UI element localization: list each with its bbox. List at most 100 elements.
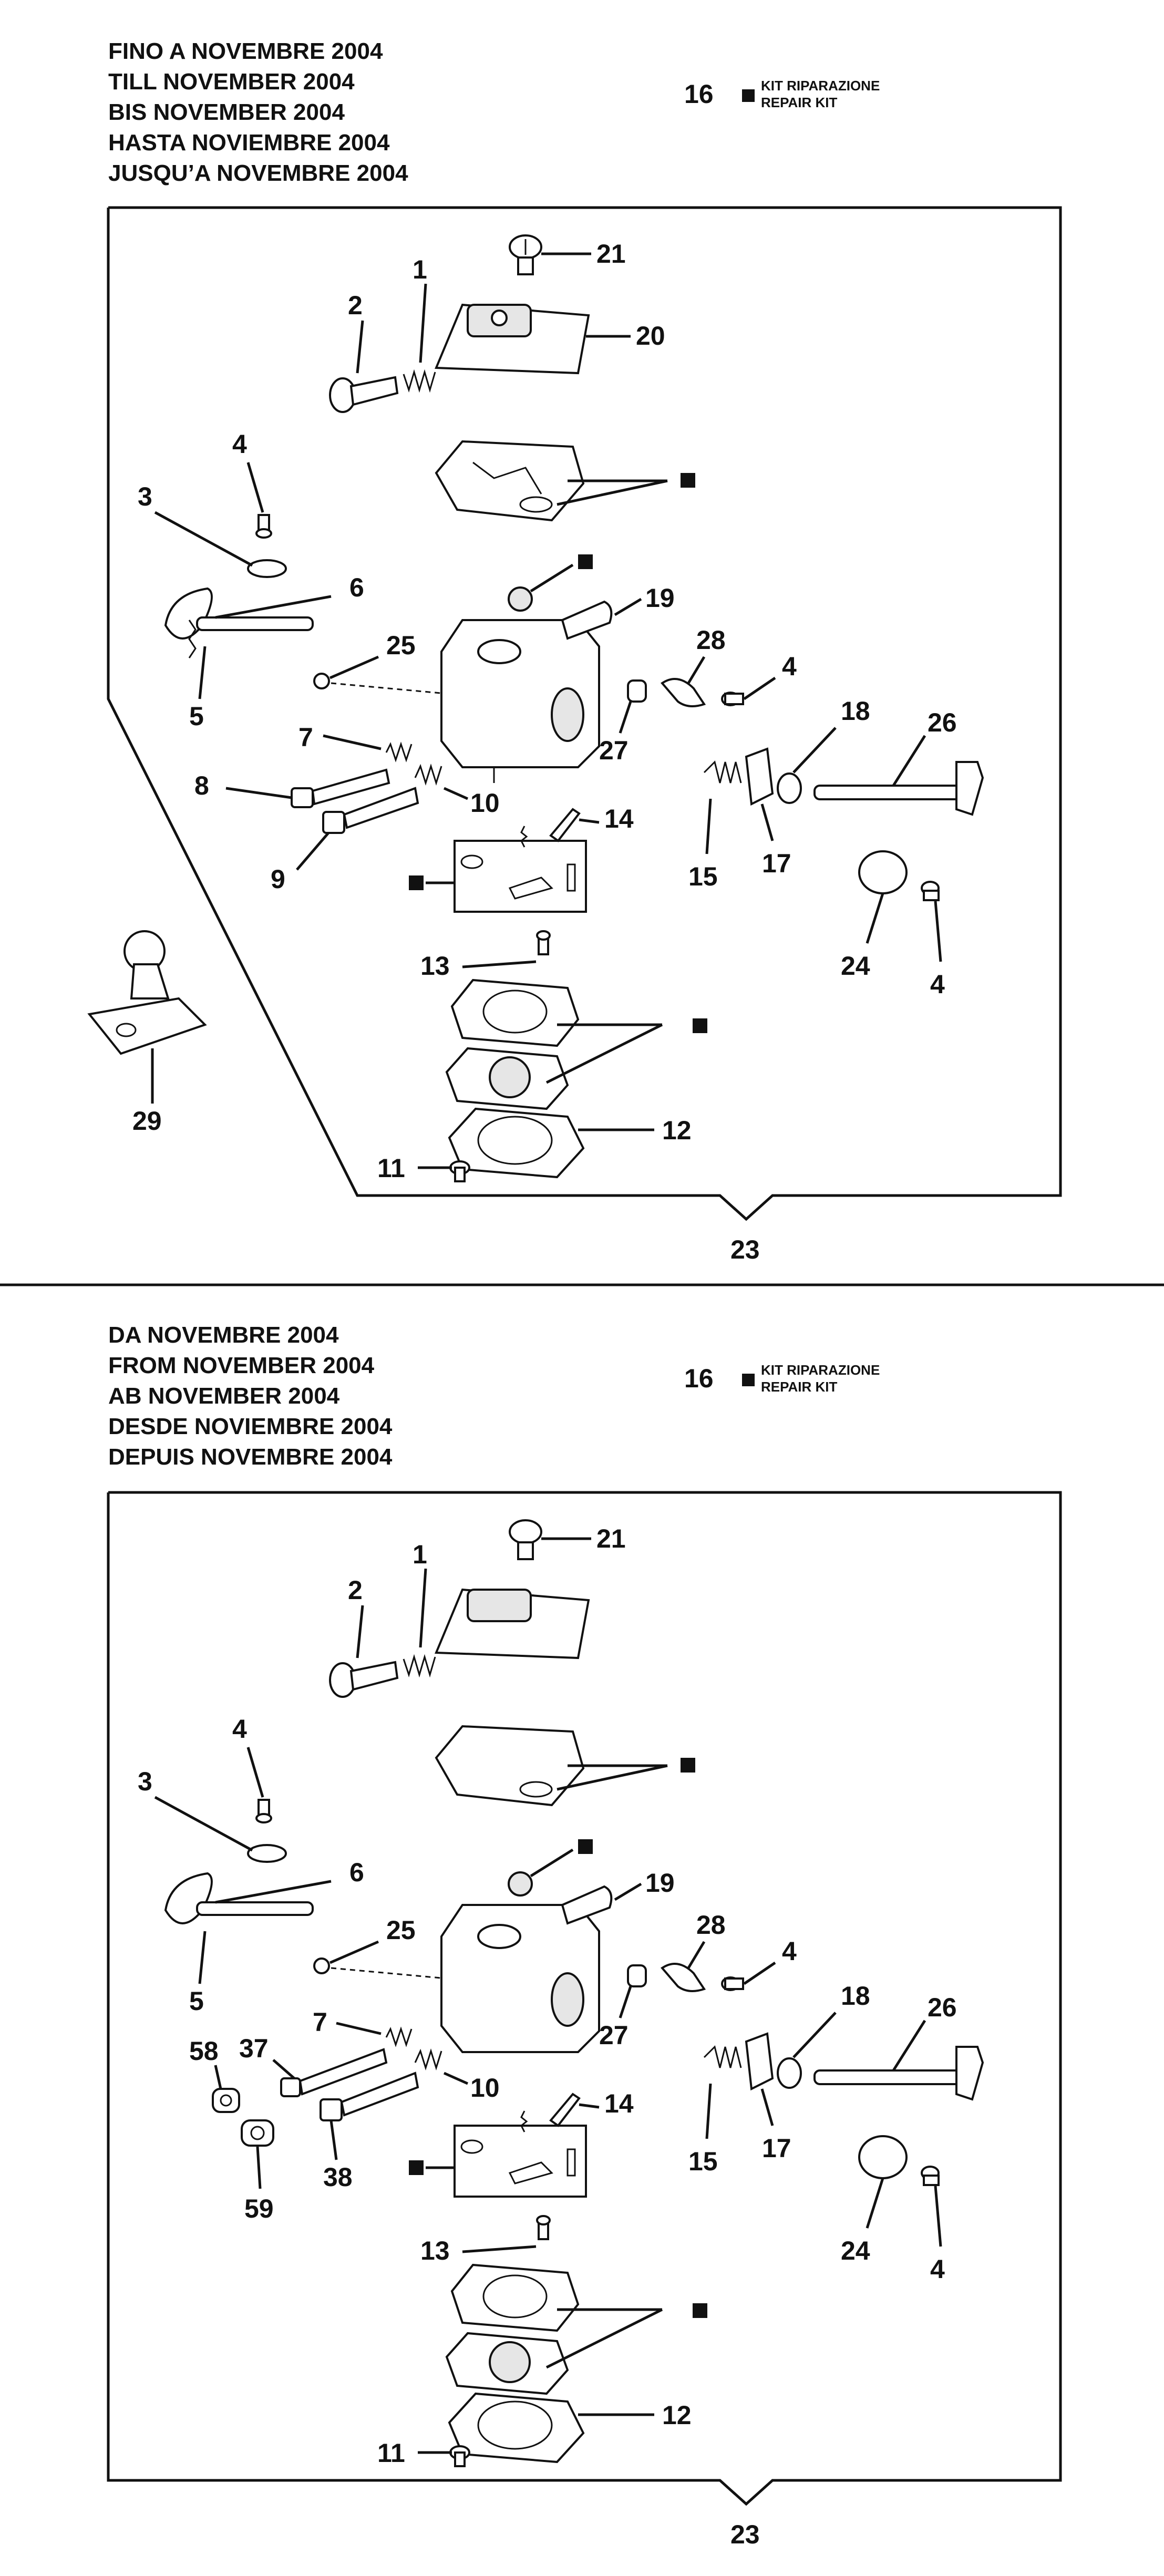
header-line: DA NOVEMBRE 2004 [108,1322,339,1348]
part-label-4: 4 [930,970,945,999]
kit-marker-screen [508,586,533,612]
washer-part-3 [247,559,287,578]
part-label-17: 17 [762,2134,791,2163]
part-label-14: 14 [604,804,634,833]
kit-marker-square [693,1018,707,1033]
screw-part-13 [536,930,551,955]
spring-part-7 [385,741,413,763]
spring-part-1 [403,1654,436,1678]
kit-frame [107,206,1062,1221]
kit-frame [107,1491,1062,2506]
spring-part-10 [414,763,442,786]
part-label-4: 4 [782,652,797,681]
part-label-4: 4 [930,2254,945,2284]
needle-part-8 [291,768,390,808]
inlet-needle-kit-box [454,2125,587,2198]
kit-marker-square [681,473,695,488]
part-label-1: 1 [413,1540,427,1569]
kit-marker-square [681,1758,695,1773]
part-label-17: 17 [762,849,791,878]
part-label-9: 9 [271,864,285,894]
part-label-25: 25 [386,631,416,660]
part-label-2: 2 [348,291,363,320]
header-line: BIS NOVEMBER 2004 [108,99,345,125]
part-label-7: 7 [313,2007,327,2037]
part-label-27: 27 [599,2021,629,2050]
part-label-28: 28 [696,1910,726,1940]
screw-part-21 [509,1519,542,1560]
part-label-1: 1 [413,255,427,284]
header-line: TILL NOVEMBER 2004 [108,69,355,95]
part-label-12: 12 [662,1116,692,1145]
spring-part-14-small [520,2110,528,2132]
screw-part-4 [255,514,272,539]
part-label-26: 26 [928,1993,957,2022]
part-label-5: 5 [189,702,204,731]
cover [435,1588,590,1660]
part-label-19: 19 [645,583,675,613]
part-label-6: 6 [349,573,364,602]
plate-part-17 [745,747,774,806]
fitting-part-19 [561,600,613,640]
screw-part-4 [921,881,940,901]
kit-number: 16 [684,1364,714,1393]
part-label-24: 24 [841,951,870,981]
section-header: DA NOVEMBRE 2004 FROM NOVEMBER 2004 AB N… [108,1322,393,1470]
part-label-2: 2 [348,1575,363,1605]
spring-part-7 [385,2026,413,2047]
screw-part-4 [721,1976,744,1991]
needle-part-9 [322,787,419,834]
part-label-38: 38 [323,2162,353,2192]
part-label-14: 14 [604,2089,634,2118]
screw-part-13 [536,2215,551,2240]
part-label-10: 10 [470,2073,500,2103]
part-label-19: 19 [645,1868,675,1898]
pump-gasket-stack [445,978,580,1110]
inlet-needle-kit-box [454,840,587,913]
part-label-11: 11 [377,1153,405,1183]
repair-kit-legend: 16 KIT RIPARAZIONE REPAIR KIT [684,78,880,110]
screw-part-2 [329,1661,399,1698]
screw-part-2 [329,376,399,413]
spring-part-14-small [520,826,528,848]
cover-part-20 [435,303,590,375]
part-label-59: 59 [244,2194,274,2223]
section-top: FINO A NOVEMBRE 2004 TILL NOVEMBER 2004 … [87,38,1062,1264]
screw-part-25 [313,1957,330,1974]
screw-part-4 [921,2166,940,2186]
lever-part-29 [87,930,207,1055]
part-label-3: 3 [138,482,152,511]
part-label-6: 6 [349,1858,364,1887]
screw-part-25 [313,673,330,689]
part-label-27: 27 [599,736,629,765]
screw-part-4 [721,692,744,706]
part-label-20: 20 [636,321,665,351]
pin-part-14 [549,808,581,842]
bushing-part-27 [627,679,647,703]
carburetor-body [440,1904,600,2053]
kit-label-en: REPAIR KIT [761,95,838,110]
part-label-4: 4 [232,1714,247,1744]
screw-part-4 [255,1799,272,1823]
kit-marker-square [578,1839,593,1854]
throttle-lever-part-5 [164,587,314,658]
part-label-7: 7 [298,723,313,752]
header-line: AB NOVEMBER 2004 [108,1383,340,1409]
part-label-13: 13 [420,951,450,981]
kit-marker-square [578,554,593,569]
part-label-4: 4 [232,429,247,459]
part-label-10: 10 [470,788,500,818]
pump-cover-part-12 [448,2392,585,2464]
kit-marker-screen [508,1871,533,1897]
part-label-18: 18 [841,696,870,726]
shaft-part-26 [813,761,984,816]
gasket-stack [435,440,585,522]
spring-part-1 [403,369,436,393]
kit-marker-square [409,2160,424,2175]
part-label-13: 13 [420,2236,450,2265]
part-label-21: 21 [596,1524,626,1553]
clip-part-28 [661,1963,706,1992]
spring-part-10 [414,2048,442,2071]
part-label-5: 5 [189,1986,204,2016]
kit-label-it: KIT RIPARAZIONE [761,1362,880,1378]
